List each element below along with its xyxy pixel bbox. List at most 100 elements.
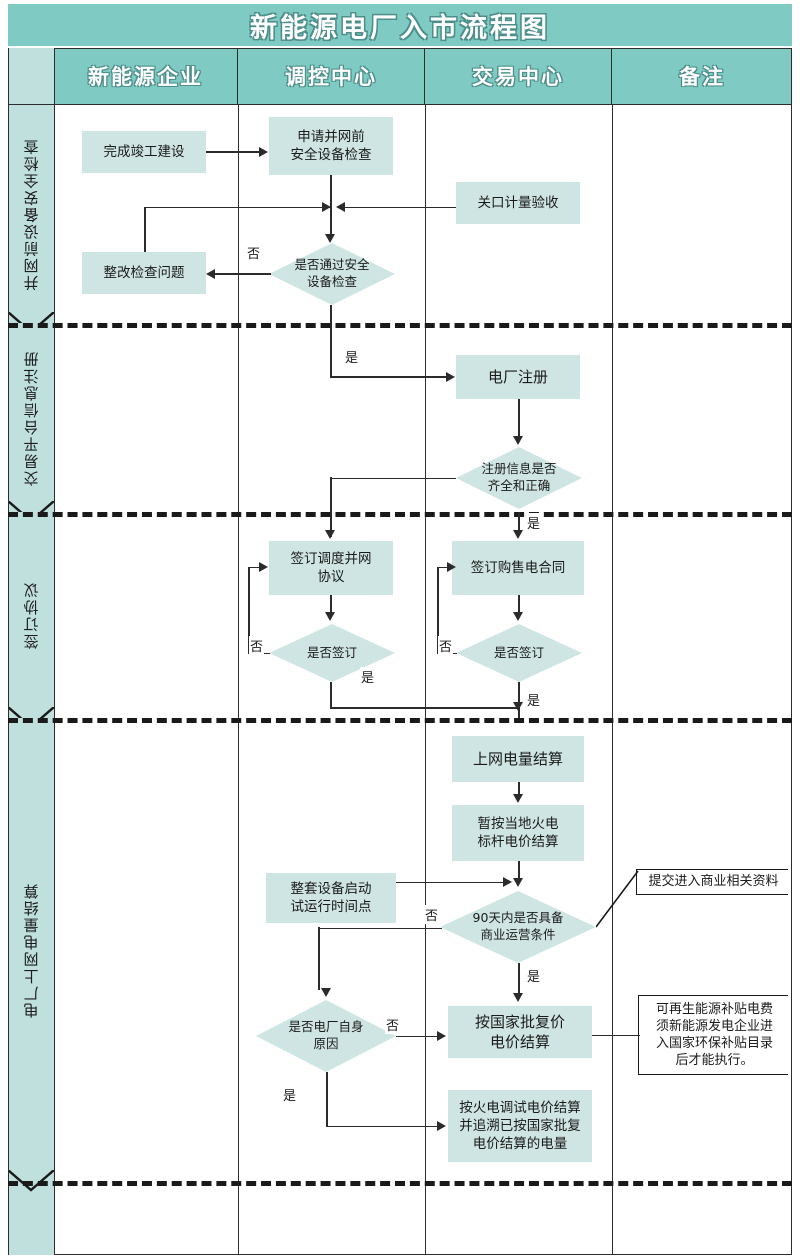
edge-rectify-up bbox=[144, 207, 146, 252]
edge-registration-no-left bbox=[330, 477, 456, 480]
arrow-head bbox=[320, 988, 331, 997]
decision-pass-safety-check[interactable]: 是否通过安全 设备检查 bbox=[269, 243, 395, 305]
page-title: 新能源电厂入市流程图 bbox=[250, 12, 550, 44]
node-equipment-startup-time[interactable]: 整套设备启动 试运行时间点 bbox=[266, 873, 396, 923]
edge-label-no: 否 bbox=[246, 243, 262, 262]
arrow-head bbox=[336, 202, 345, 212]
remark-renewable-subsidy-note: 可再生能源补贴电费 须新能源发电企业进 入国家环保补贴目录 后才能执行。 bbox=[638, 995, 788, 1075]
node-label: 签订购售电合同 bbox=[470, 559, 566, 576]
edge-decision-no-to-rectify bbox=[214, 273, 271, 275]
edge-safety-yes-down bbox=[330, 305, 332, 377]
edge-signed1-no-up bbox=[248, 567, 250, 653]
node-thermal-commissioning-price[interactable]: 按火电调试电价结算 并追溯已按国家批复 电价结算的电量 bbox=[448, 1090, 592, 1162]
edge-label-yes: 是 bbox=[282, 1085, 298, 1104]
node-label: 注册信息是否 齐全和正确 bbox=[481, 461, 557, 493]
stage-label-2: 交易平台信息注册 bbox=[22, 349, 41, 486]
edge-label-yes: 是 bbox=[526, 690, 542, 709]
stage-separator-1 bbox=[8, 323, 792, 328]
column-divider-1 bbox=[238, 104, 239, 1255]
remark-text: 可再生能源补贴电费 须新能源发电企业进 入国家环保补贴目录 后才能执行。 bbox=[655, 1001, 773, 1069]
decision-commercial-within-90d[interactable]: 90天内是否具备 商业运营条件 bbox=[440, 891, 596, 963]
remark-submit-commercial-docs: 提交进入商业相关资料 bbox=[636, 869, 788, 895]
column-header-enterprise: 新能源企业 bbox=[54, 48, 238, 104]
decision-registration-complete[interactable]: 注册信息是否 齐全和正确 bbox=[456, 447, 582, 509]
edge-own-reason-yes-down bbox=[326, 1072, 328, 1127]
edge-registration-no-down bbox=[330, 477, 332, 537]
edge-signed2-yes-down bbox=[518, 682, 520, 718]
edge-into-dispatch-agreement bbox=[330, 512, 332, 531]
edge-agreement-to-decision bbox=[330, 595, 332, 613]
arrow-head bbox=[437, 1031, 446, 1041]
edge-label-yes: 是 bbox=[360, 667, 376, 686]
node-label: 签订调度并网 协议 bbox=[290, 550, 372, 585]
edge-label-no: 否 bbox=[438, 636, 454, 655]
decision-signed-dispatch[interactable]: 是否签订 bbox=[269, 624, 395, 682]
arrow-head bbox=[324, 530, 335, 539]
node-rectify-issues[interactable]: 整改检查问题 bbox=[82, 252, 206, 294]
node-sign-power-contract[interactable]: 签订购售电合同 bbox=[452, 541, 584, 595]
node-complete-construction[interactable]: 完成竣工建设 bbox=[82, 131, 206, 173]
edge-signed2-no-up bbox=[437, 567, 439, 653]
column-label-remarks: 备注 bbox=[679, 65, 725, 89]
edge-construction-to-apply bbox=[206, 151, 259, 153]
edge-label-no: 否 bbox=[424, 905, 440, 924]
column-label-trading: 交易中心 bbox=[472, 65, 564, 89]
stage-separator-4 bbox=[8, 1181, 792, 1186]
node-label: 按国家批复价 电价结算 bbox=[474, 1012, 565, 1051]
arrow-head bbox=[206, 268, 215, 279]
node-sign-dispatch-agreement[interactable]: 签订调度并网 协议 bbox=[269, 541, 393, 595]
node-plant-registration[interactable]: 电厂注册 bbox=[456, 355, 580, 399]
edge-registration-to-decision bbox=[518, 399, 520, 437]
edge-benchmark-to-90d bbox=[518, 861, 520, 881]
node-label: 整改检查问题 bbox=[103, 264, 185, 281]
arrow-head bbox=[503, 877, 512, 887]
stage-band-1: 并网前设备安全检查 bbox=[8, 104, 54, 323]
node-state-approved-price[interactable]: 按国家批复价 电价结算 bbox=[448, 1006, 592, 1058]
stage-label-4: 电厂上网电量结算 bbox=[22, 881, 41, 1018]
arrow-head bbox=[512, 794, 523, 803]
node-label: 上网电量结算 bbox=[472, 749, 563, 768]
node-label: 关口计量验收 bbox=[477, 194, 559, 211]
edge-apply-down bbox=[330, 175, 332, 207]
column-header-remarks: 备注 bbox=[612, 48, 792, 104]
arrow-head bbox=[446, 372, 455, 382]
edge-signed2-no-back bbox=[437, 566, 448, 569]
node-gateway-metering[interactable]: 关口计量验收 bbox=[456, 182, 580, 224]
edge-settlement-to-benchmark bbox=[518, 782, 520, 796]
stage-separator-2 bbox=[8, 512, 792, 517]
edge-signed1-yes-down bbox=[330, 682, 332, 708]
arrow-head bbox=[259, 562, 268, 572]
header-bottom-rule bbox=[8, 104, 792, 105]
edge-label-yes: 是 bbox=[344, 347, 360, 366]
edge-signed1-no-back bbox=[248, 566, 260, 569]
node-label: 是否签订 bbox=[306, 644, 357, 660]
column-header-trading: 交易中心 bbox=[425, 48, 612, 104]
node-label: 90天内是否具备 商业运营条件 bbox=[472, 910, 564, 942]
edge-90d-no-left bbox=[318, 927, 442, 930]
node-label: 是否签订 bbox=[493, 644, 544, 660]
stage-band-4: 电厂上网电量结算 bbox=[8, 718, 54, 1181]
column-label-enterprise: 新能源企业 bbox=[88, 65, 203, 89]
node-label: 申请并网前 安全设备检查 bbox=[290, 128, 372, 163]
decision-plant-own-reason[interactable]: 是否电厂自身 原因 bbox=[256, 1000, 396, 1072]
arrow-head bbox=[512, 436, 523, 445]
edge-own-reason-no-right bbox=[396, 1035, 440, 1038]
decision-signed-contract[interactable]: 是否签订 bbox=[456, 624, 582, 682]
node-label: 完成竣工建设 bbox=[103, 143, 185, 160]
edge-90d-yes-down bbox=[518, 963, 520, 996]
edge-label-no: 否 bbox=[385, 1015, 401, 1034]
node-apply-pre-grid-check[interactable]: 申请并网前 安全设备检查 bbox=[269, 117, 393, 175]
arrow-head bbox=[512, 530, 523, 539]
table-frame bbox=[54, 48, 792, 1255]
node-grid-energy-settlement[interactable]: 上网电量结算 bbox=[452, 736, 584, 782]
edge-signed1-yes-right bbox=[330, 707, 518, 709]
arrow-head bbox=[512, 878, 523, 887]
edge-into-power-contract bbox=[518, 512, 520, 531]
node-temp-coal-benchmark[interactable]: 暂按当地火电 标杆电价结算 bbox=[452, 805, 584, 861]
edge-label-yes: 是 bbox=[526, 966, 542, 985]
stage-label-1: 并网前设备安全检查 bbox=[22, 137, 41, 290]
edge-safety-yes-right bbox=[330, 376, 446, 378]
stage-band-3: 签订协议 bbox=[8, 512, 54, 718]
edge-90d-no-down bbox=[318, 927, 320, 990]
